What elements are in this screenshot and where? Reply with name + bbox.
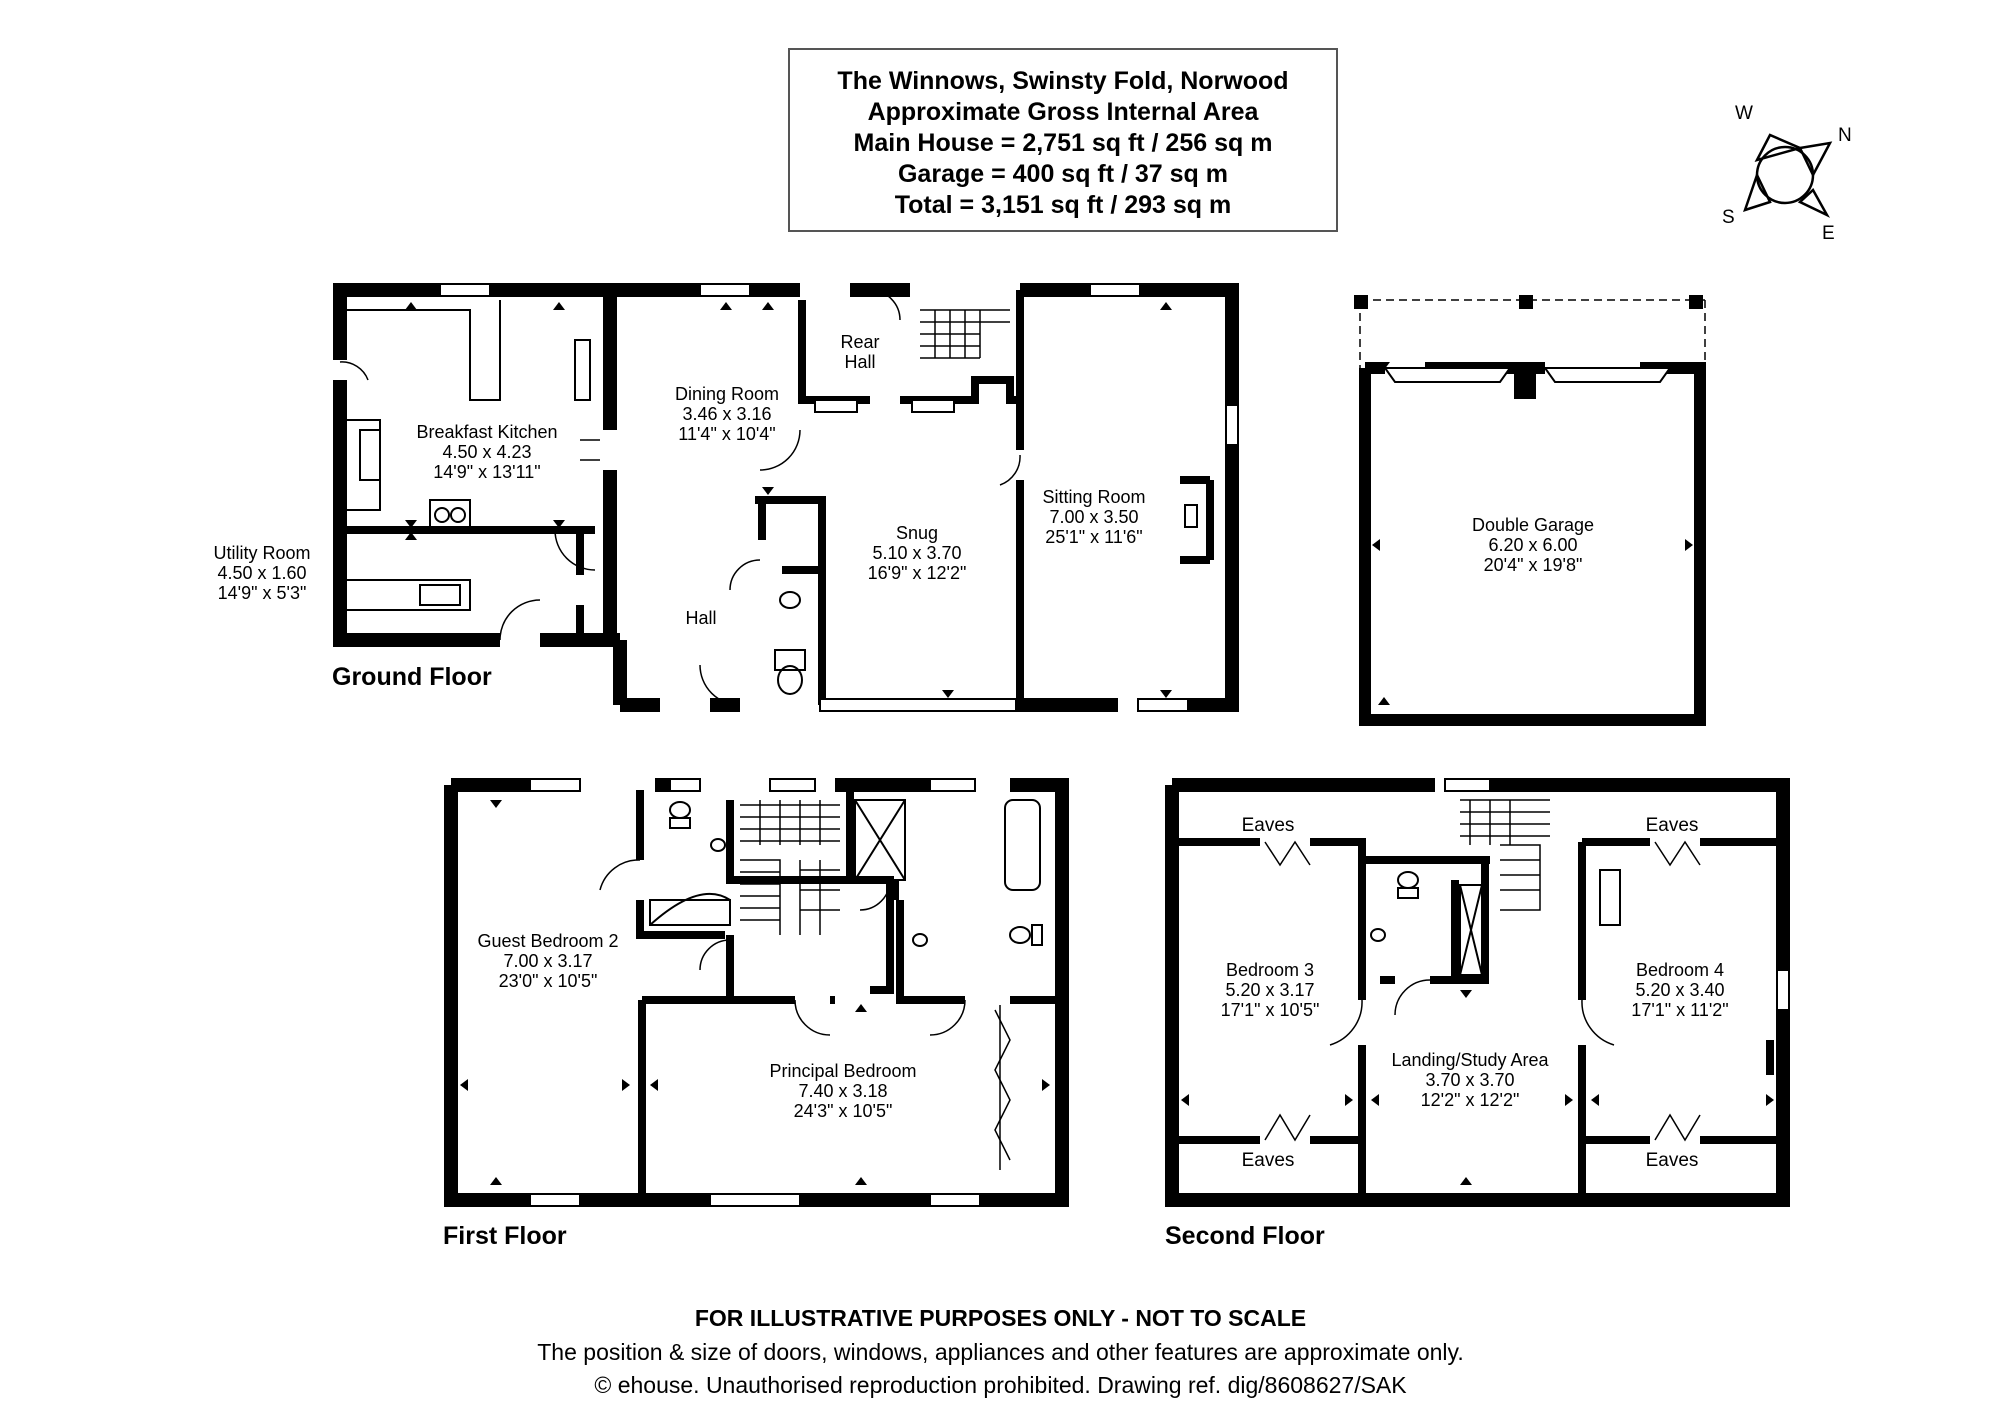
room-name: Breakfast Kitchen xyxy=(416,422,558,442)
eaves-label: Eaves xyxy=(1241,1150,1295,1171)
ground-stairs xyxy=(920,309,1010,359)
total-area: Total = 3,151 sq ft / 293 sq m xyxy=(894,191,1232,219)
room-metric: 3.70 x 3.70 xyxy=(1425,1070,1515,1090)
first-floor-walls xyxy=(444,778,1069,1207)
room-imperial: 16'9" x 12'2" xyxy=(867,563,967,583)
room-imperial: 24'3" x 10'5" xyxy=(793,1101,893,1121)
room-principal-bedroom: Principal Bedroom 7.40 x 3.18 24'3" x 10… xyxy=(769,1061,916,1121)
ground-floor-windows xyxy=(439,283,1239,712)
room-double-garage: Double Garage 6.20 x 6.00 20'4" x 19'8" xyxy=(1472,515,1594,575)
room-imperial: 23'0" x 10'5" xyxy=(498,971,598,991)
room-imperial: 17'1" x 11'2" xyxy=(1631,1000,1729,1020)
second-floor-interior xyxy=(1172,838,1783,1200)
second-floor-windows xyxy=(1444,778,1790,1011)
eaves-label: Eaves xyxy=(1241,815,1295,836)
room-imperial: 20'4" x 19'8" xyxy=(1483,555,1583,575)
room-bedroom-4: Bedroom 4 5.20 x 3.40 17'1" x 11'2" xyxy=(1631,960,1728,1020)
room-name: Rear xyxy=(840,332,880,352)
first-floor-fixtures xyxy=(649,799,1043,1170)
room-imperial: 25'1" x 11'6" xyxy=(1045,527,1143,547)
compass-rose-icon xyxy=(1743,133,1833,218)
room-rear-hall: Rear Hall xyxy=(840,332,879,372)
eaves-label: Eaves xyxy=(1645,815,1699,836)
room-name: Principal Bedroom xyxy=(769,1061,917,1081)
room-metric: 5.20 x 3.40 xyxy=(1635,980,1725,1000)
room-name: Hall xyxy=(685,608,717,628)
room-metric: 6.20 x 6.00 xyxy=(1488,535,1578,555)
compass-east-label: E xyxy=(1822,223,1835,244)
room-metric: 4.50 x 4.23 xyxy=(442,442,532,462)
second-floor-doors xyxy=(1264,840,1701,1142)
room-imperial: 12'2" x 12'2" xyxy=(1420,1090,1520,1110)
room-landing-study: Landing/Study Area 3.70 x 3.70 12'2" x 1… xyxy=(1391,1050,1548,1110)
second-floor-label: Second Floor xyxy=(1165,1222,1325,1250)
first-floor-windows xyxy=(529,778,981,1207)
compass-west-label: W xyxy=(1735,103,1753,124)
room-sitting: Sitting Room 7.00 x 3.50 25'1" x 11'6" xyxy=(1042,487,1145,547)
disclaimer-text: The position & size of doors, windows, a… xyxy=(537,1339,1464,1365)
room-name: Landing/Study Area xyxy=(1391,1050,1549,1070)
room-metric: 7.40 x 3.18 xyxy=(798,1081,888,1101)
second-floor-stairs xyxy=(1460,799,1550,911)
room-name: Dining Room xyxy=(674,384,780,404)
room-hall: Hall xyxy=(685,608,716,628)
sitting-room-fireplace xyxy=(1184,504,1198,528)
ground-floor-label: Ground Floor xyxy=(332,663,492,691)
room-snug: Snug 5.10 x 3.70 16'9" x 12'2" xyxy=(868,523,967,583)
garage-canopy xyxy=(1359,299,1706,368)
disclaimer-heading: FOR ILLUSTRATIVE PURPOSES ONLY - NOT TO … xyxy=(694,1305,1307,1331)
first-floor-interior xyxy=(636,785,1062,1200)
room-imperial: 14'9" x 13'11" xyxy=(433,462,541,482)
room-guest-bedroom-2: Guest Bedroom 2 7.00 x 3.17 23'0" x 10'5… xyxy=(477,931,618,991)
floorplan-title-box: The Winnows, Swinsty Fold, Norwood Appro… xyxy=(788,48,1338,232)
compass-north-label: N xyxy=(1838,125,1852,146)
first-floor-stairs xyxy=(740,800,840,935)
room-imperial: 17'1" x 10'5" xyxy=(1220,1000,1320,1020)
ground-doors xyxy=(339,289,1021,706)
compass-south-label: S xyxy=(1722,207,1735,228)
room-name: Hall xyxy=(844,352,876,372)
room-metric: 3.46 x 3.16 xyxy=(682,404,772,424)
room-metric: 4.50 x 1.60 xyxy=(217,563,307,583)
room-name: Guest Bedroom 2 xyxy=(477,931,619,951)
first-floor-doors xyxy=(599,859,966,1036)
second-floor-fixtures xyxy=(1370,869,1621,976)
room-dining: Dining Room 3.46 x 3.16 11'4" x 10'4" xyxy=(675,384,779,444)
property-title: The Winnows, Swinsty Fold, Norwood xyxy=(837,67,1289,95)
room-name: Bedroom 3 xyxy=(1225,960,1315,980)
area-heading: Approximate Gross Internal Area xyxy=(867,98,1259,126)
room-breakfast-kitchen: Breakfast Kitchen 4.50 x 4.23 14'9" x 13… xyxy=(416,422,557,482)
room-bedroom-3: Bedroom 3 5.20 x 3.17 17'1" x 10'5" xyxy=(1221,960,1320,1020)
room-metric: 7.00 x 3.50 xyxy=(1049,507,1139,527)
room-metric: 5.10 x 3.70 xyxy=(872,543,962,563)
ground-wc xyxy=(774,591,806,695)
room-name: Utility Room xyxy=(213,543,311,563)
measurement-markers xyxy=(405,302,1774,1185)
kitchen-units xyxy=(347,300,591,611)
eaves-label: Eaves xyxy=(1645,1150,1699,1171)
first-floor-label: First Floor xyxy=(443,1222,567,1250)
room-utility: Utility Room 4.50 x 1.60 14'9" x 5'3" xyxy=(213,543,310,603)
room-name: Bedroom 4 xyxy=(1635,960,1725,980)
ground-floor-interior xyxy=(340,290,1236,705)
room-imperial: 11'4" x 10'4" xyxy=(678,424,776,444)
garage-area: Garage = 400 sq ft / 37 sq m xyxy=(897,160,1229,188)
copyright-text: © ehouse. Unauthorised reproduction proh… xyxy=(594,1372,1407,1398)
second-floor-walls xyxy=(1165,778,1790,1207)
room-metric: 7.00 x 3.17 xyxy=(503,951,593,971)
room-imperial: 14'9" x 5'3" xyxy=(217,583,307,603)
room-name: Double Garage xyxy=(1471,515,1595,535)
main-house-area: Main House = 2,751 sq ft / 256 sq m xyxy=(853,129,1273,157)
room-name: Sitting Room xyxy=(1042,487,1146,507)
room-metric: 5.20 x 3.17 xyxy=(1225,980,1315,1000)
room-name: Snug xyxy=(895,523,939,543)
